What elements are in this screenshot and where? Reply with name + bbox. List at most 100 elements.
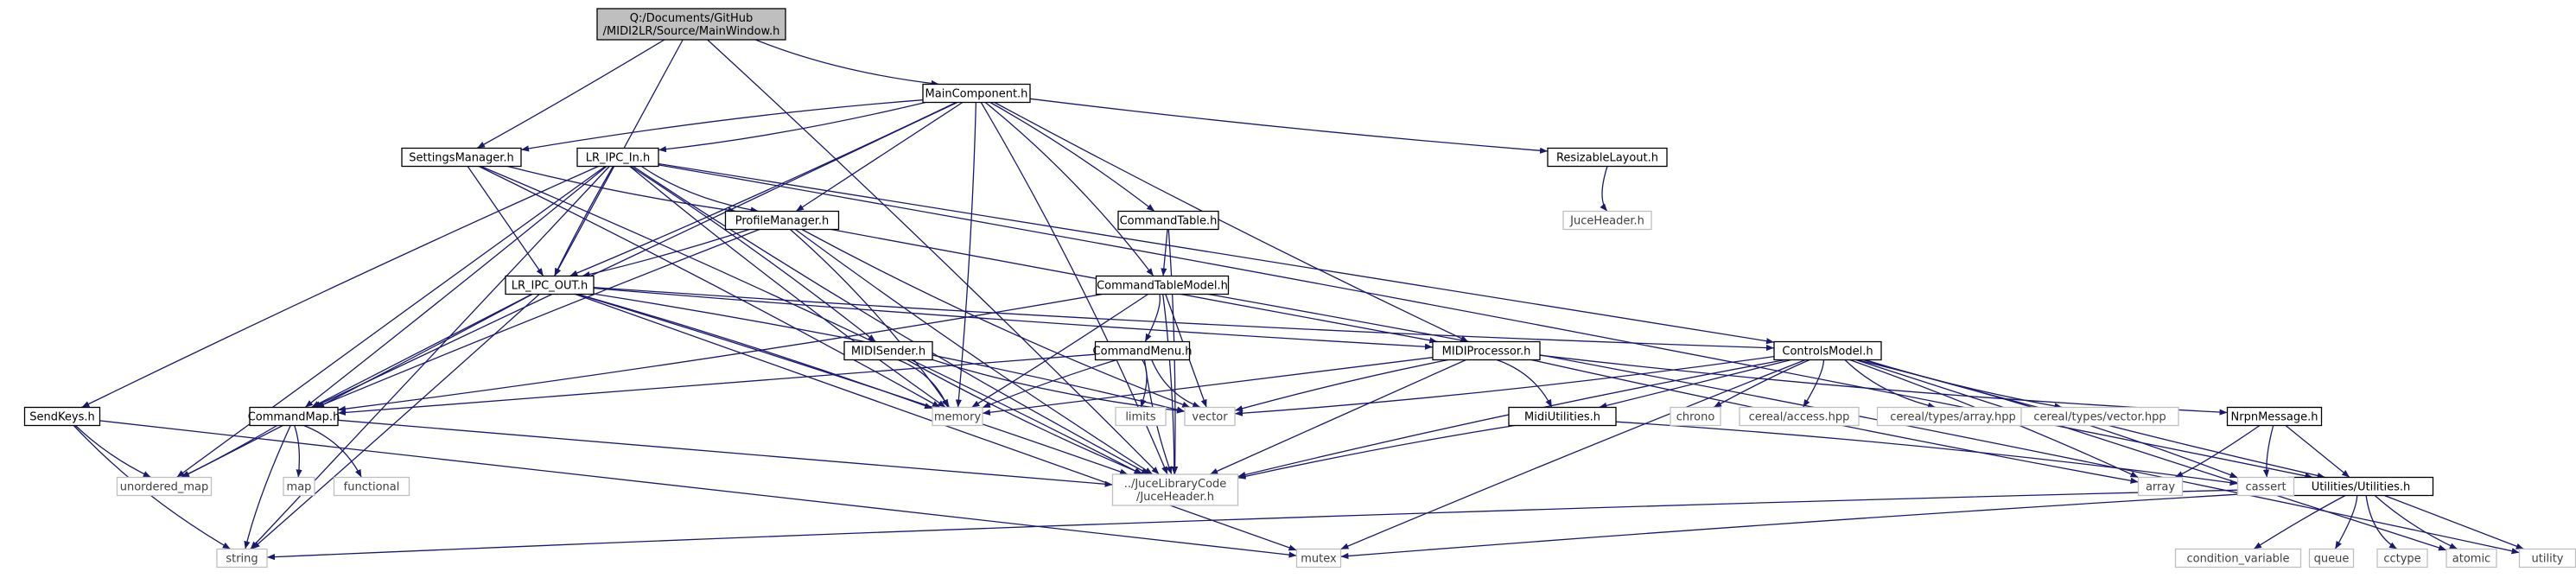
edge-profile-to-jucelib [794,228,1154,475]
edge-controls-to-cerealvector [1865,359,2063,410]
edge-profile-to-memory [789,229,951,408]
edge-ipcin-to-ipcout [554,166,614,276]
edge-nrpn-to-cassert [2262,425,2274,478]
node-midiproc[interactable]: MIDIProcessor.h [1432,340,1541,361]
node-label: string [226,553,258,566]
node-label: ResizableLayout.h [1556,152,1658,165]
node-array: array [2137,476,2184,497]
edge-ipcin-to-sendkeys [81,165,599,409]
node-sendkeys[interactable]: SendKeys.h [23,406,101,427]
node-box [922,83,1031,104]
edge-ipcin-to-profile [640,165,759,213]
node-box [932,406,983,427]
node-label: LR_IPC_OUT.h [512,280,588,293]
edge-ipcout-to-string [251,294,540,549]
node-label: MidiUtilities.h [1524,411,1600,424]
node-settings[interactable]: SettingsManager.h [401,147,522,168]
edge-ipcout-to-jucelib [576,293,1129,475]
edge-settings-to-memory [478,165,941,409]
edge-cmdtablemodel-to-jucelib [1162,294,1178,475]
node-box [2376,548,2428,568]
edge-ipcin-to-cmdmap [304,165,607,409]
edge-profile-to-ipcout [582,228,750,277]
node-profile[interactable]: ProfileManager.h [724,210,840,231]
node-atomic: atomic [2446,548,2497,568]
edge-cmdtablemodel-to-cmdmap [337,293,1103,412]
node-label: condition_variable [2186,553,2289,566]
edge-root-to-jucelib [707,39,1160,475]
node-unordered: unordered_map [116,476,213,497]
node-midisender[interactable]: MIDISender.h [843,340,933,361]
edge-root-to-maincomp [755,39,939,87]
node-root[interactable]: Q:/Documents/GitHub/MIDI2LR/Source/MainW… [596,8,786,41]
node-box [23,406,101,427]
edge-maincomp-to-resizable [1029,98,1549,154]
node-juceheader_s: JuceHeader.h [1562,210,1652,231]
edge-midiutil-to-cassert [1615,421,2238,486]
edge-ipcin-to-controls [658,162,1775,345]
node-cmdtable[interactable]: CommandTable.h [1117,210,1219,231]
edge-profile-to-cmdmap [315,228,760,409]
node-label: SettingsManager.h [409,152,513,165]
node-label: MIDISender.h [851,346,925,359]
edge-maincomp-to-cmdmap [312,101,958,409]
node-label: memory [934,411,982,424]
edge-ipcout-to-midiproc [593,287,1434,350]
node-box [333,476,410,497]
node-label: unordered_map [120,481,209,494]
node-box [1508,406,1617,427]
node-label: cctype [2383,553,2420,566]
node-label: map [287,481,312,494]
node-box [216,548,268,568]
edge-controls-to-midiutil [1599,359,1791,409]
node-ipcin[interactable]: LR_IPC_In.h [576,147,659,168]
node-label: ProfileManager.h [735,215,830,228]
edge-cmdmenu-to-limits [1140,359,1148,408]
node-utilities[interactable]: Utilities/Utilities.h [2287,476,2434,497]
node-label: cassert [2245,481,2286,494]
edge-settings-to-profile [507,165,736,213]
node-cmdmenu[interactable]: CommandMenu.h [1093,340,1193,361]
node-map: map [283,476,315,497]
node-resizable[interactable]: ResizableLayout.h [1547,147,1668,168]
edge-maincomp-to-cmdtable [989,101,1155,213]
node-functional: functional [333,476,410,497]
edge-maincomp-to-midiproc [994,101,1469,343]
node-label: cereal/types/array.hpp [1890,411,2015,424]
node-string: string [216,548,268,568]
node-label: CommandMap.h [248,411,340,424]
node-box [1115,406,1167,427]
edge-cmdmap-to-map [294,425,302,478]
node-jucelib: ../JuceLibraryCode/JuceHeader.h [1111,473,1239,506]
node-label: SendKeys.h [29,411,94,424]
edge-cmdmap-to-string [244,425,291,549]
edge-settings-to-jucelib [480,165,1142,475]
node-label: mutex [1301,553,1337,566]
node-box [1117,210,1219,231]
node-cerealvector: cereal/types/vector.hpp [2020,406,2179,427]
edge-cmdmap-to-unordered [181,424,277,479]
edge-ipcin-to-unordered [176,165,606,479]
edge-cmdmenu-to-memory [982,359,1117,409]
node-cmdmap[interactable]: CommandMap.h [248,406,340,427]
node-label: LR_IPC_In.h [586,152,650,165]
node-box [1295,548,1342,568]
node-label: Q:/Documents/GitHub [630,12,754,25]
node-box [1111,473,1239,506]
node-box [116,476,213,497]
node-midiutil[interactable]: MidiUtilities.h [1508,406,1617,427]
edge-midiproc-to-vector [1234,359,1448,412]
node-cmdtablemodel[interactable]: CommandTableModel.h [1095,275,1230,295]
node-ipcout[interactable]: LR_IPC_OUT.h [505,275,595,295]
node-label: array [2146,481,2175,494]
node-box [1773,340,1882,361]
node-controls[interactable]: ControlsModel.h [1773,340,1882,361]
node-nrpn[interactable]: NrpnMessage.h [2226,406,2323,427]
edge-utilities-to-cctype [2365,495,2398,550]
node-box [2137,476,2184,497]
node-memory: memory [932,406,983,427]
edge-maincomp-to-profile [795,101,964,213]
node-label: vector [1192,411,1228,424]
node-maincomp[interactable]: MainComponent.h [922,83,1031,104]
